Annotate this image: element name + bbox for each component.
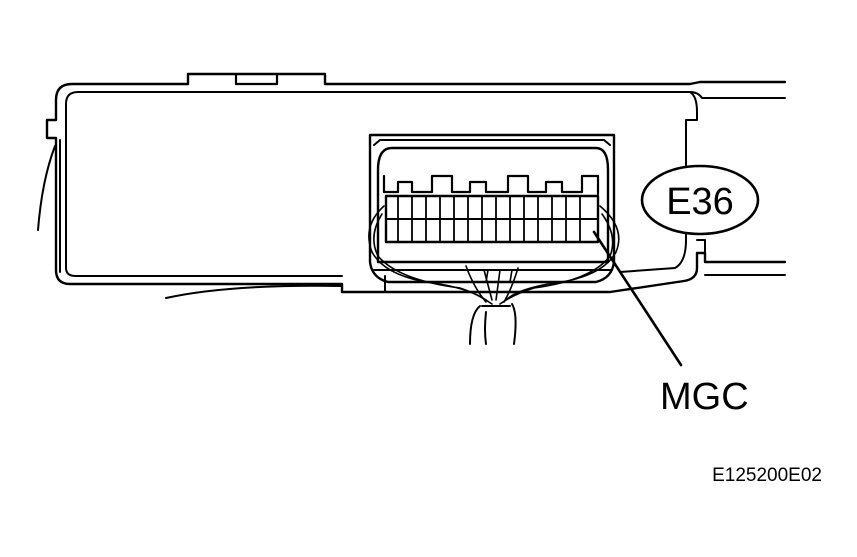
lower-panel-edge	[165, 275, 386, 299]
wire-harness-right	[499, 205, 620, 305]
connector-code-ellipse	[640, 164, 760, 236]
wire-harness-left	[368, 205, 493, 305]
figure-id: E125200E02	[712, 465, 822, 486]
ecu-right-face	[619, 91, 786, 276]
connector-flange	[373, 139, 613, 271]
connector-ridges	[382, 174, 600, 196]
connector-housing	[368, 133, 616, 284]
ecu-left-edge	[37, 139, 61, 273]
terminal-label: MGC	[660, 376, 749, 418]
connector-face	[376, 146, 610, 264]
wire-bundle	[469, 303, 517, 345]
wire-harness-center	[465, 265, 519, 303]
ecu-housing-outer	[45, 72, 787, 294]
connector-code-label: E36	[666, 181, 734, 223]
ecu-housing-inner	[65, 91, 786, 277]
ecu-bracket-tab	[234, 72, 279, 86]
terminal-cell-dividers	[397, 195, 581, 243]
mgc-leader-line	[592, 230, 683, 367]
